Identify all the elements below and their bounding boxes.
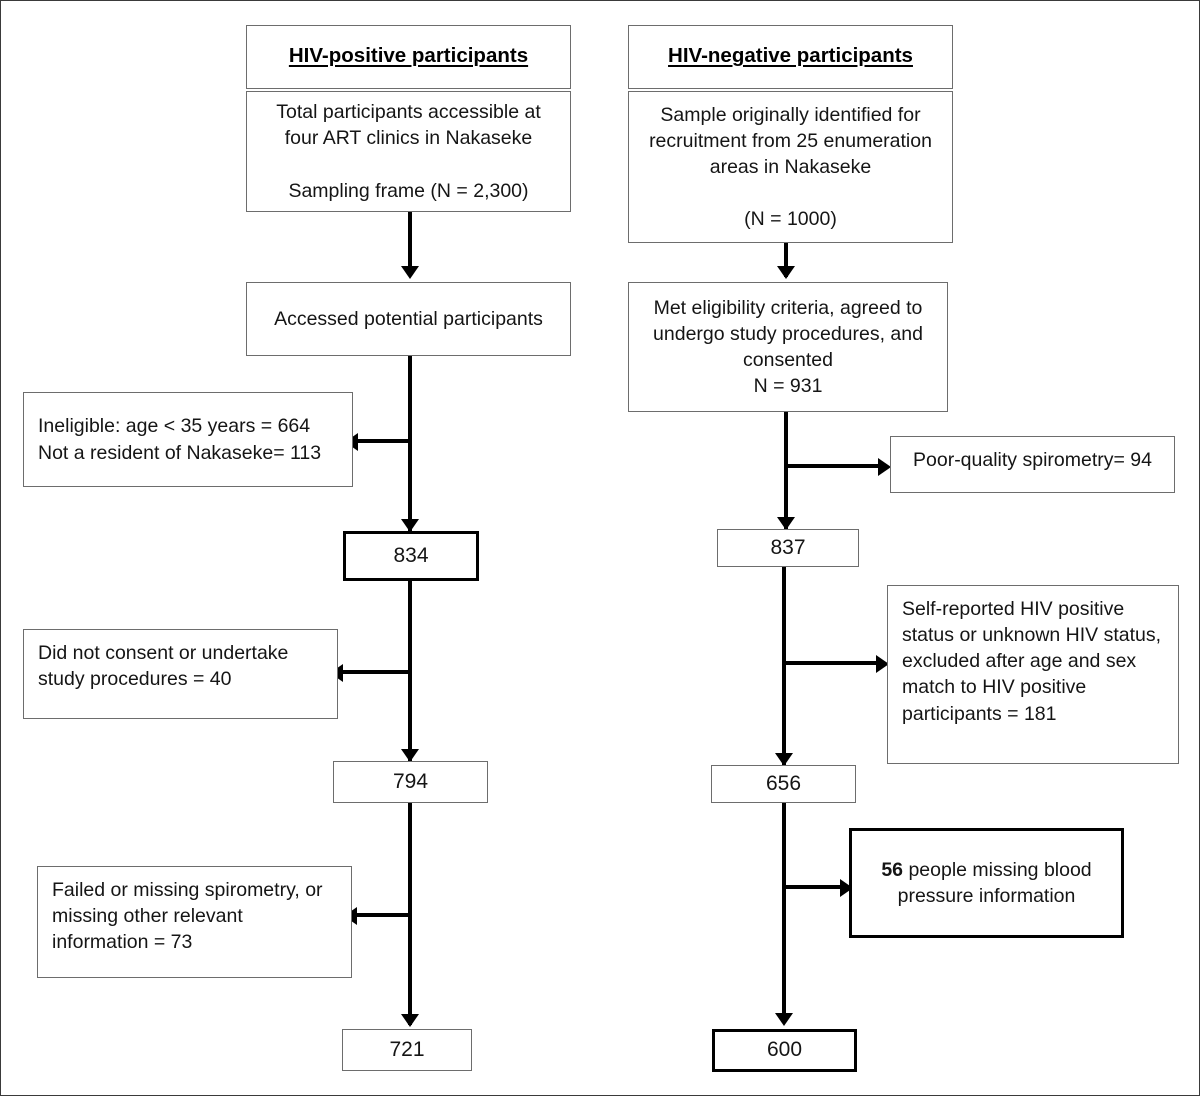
arrowhead-left-2-icon <box>401 519 419 532</box>
left-exclusion-box-3: Failed or missing spirometry, or missing… <box>37 866 352 978</box>
connector-left-4 <box>408 803 412 1025</box>
arrowhead-left-1-icon <box>401 266 419 279</box>
connector-left-1 <box>408 212 412 270</box>
right-column-header: HIV-negative participants <box>628 25 953 89</box>
connector-right-exclusion-1 <box>786 464 880 468</box>
arrowhead-left-3-icon <box>401 749 419 762</box>
right-exclusion-3-text: people missing blood pressure informatio… <box>897 858 1092 907</box>
right-exclusion-box-3: 56 people missing blood pressure informa… <box>849 828 1124 938</box>
arrowhead-right-exclusion-2-icon <box>876 655 889 673</box>
right-count-box-1: 837 <box>717 529 859 567</box>
connector-right-exclusion-3 <box>784 885 842 889</box>
left-source-box: Total participants accessible at four AR… <box>246 91 571 212</box>
connector-left-3 <box>408 581 412 761</box>
connector-left-exclusion-3 <box>355 913 410 917</box>
right-eligibility-box: Met eligibility criteria, agreed to unde… <box>628 282 948 412</box>
right-exclusion-3-count: 56 <box>881 858 904 881</box>
left-final-count-box: 721 <box>342 1029 472 1071</box>
left-exclusion-box-2: Did not consent or undertake study proce… <box>23 629 338 719</box>
arrowhead-right-1-icon <box>777 266 795 279</box>
connector-right-3 <box>782 567 786 765</box>
right-exclusion-box-2: Self-reported HIV positive status or unk… <box>887 585 1179 764</box>
left-accessed-box: Accessed potential participants <box>246 282 571 356</box>
right-count-box-2: 656 <box>711 765 856 803</box>
connector-right-1 <box>784 243 788 277</box>
connector-left-exclusion-2 <box>341 670 410 674</box>
left-exclusion-box-1: Ineligible: age < 35 years = 664 Not a r… <box>23 392 353 487</box>
arrowhead-right-4-icon <box>775 1013 793 1026</box>
arrowhead-left-4-icon <box>401 1014 419 1027</box>
arrowhead-right-exclusion-1-icon <box>878 458 891 476</box>
connector-right-exclusion-2 <box>784 661 878 665</box>
arrowhead-right-2-icon <box>777 517 795 530</box>
connector-left-exclusion-1 <box>356 439 410 443</box>
connector-right-4 <box>782 803 786 1023</box>
right-final-count-box: 600 <box>712 1029 857 1072</box>
right-exclusion-box-1: Poor-quality spirometry= 94 <box>890 436 1175 493</box>
connector-left-2 <box>408 356 412 531</box>
connector-right-2 <box>784 412 788 529</box>
left-column-header: HIV-positive participants <box>246 25 571 89</box>
left-count-box-2: 794 <box>333 761 488 803</box>
right-source-box: Sample originally identified for recruit… <box>628 91 953 243</box>
arrowhead-right-3-icon <box>775 753 793 766</box>
left-count-box-1: 834 <box>343 531 479 581</box>
